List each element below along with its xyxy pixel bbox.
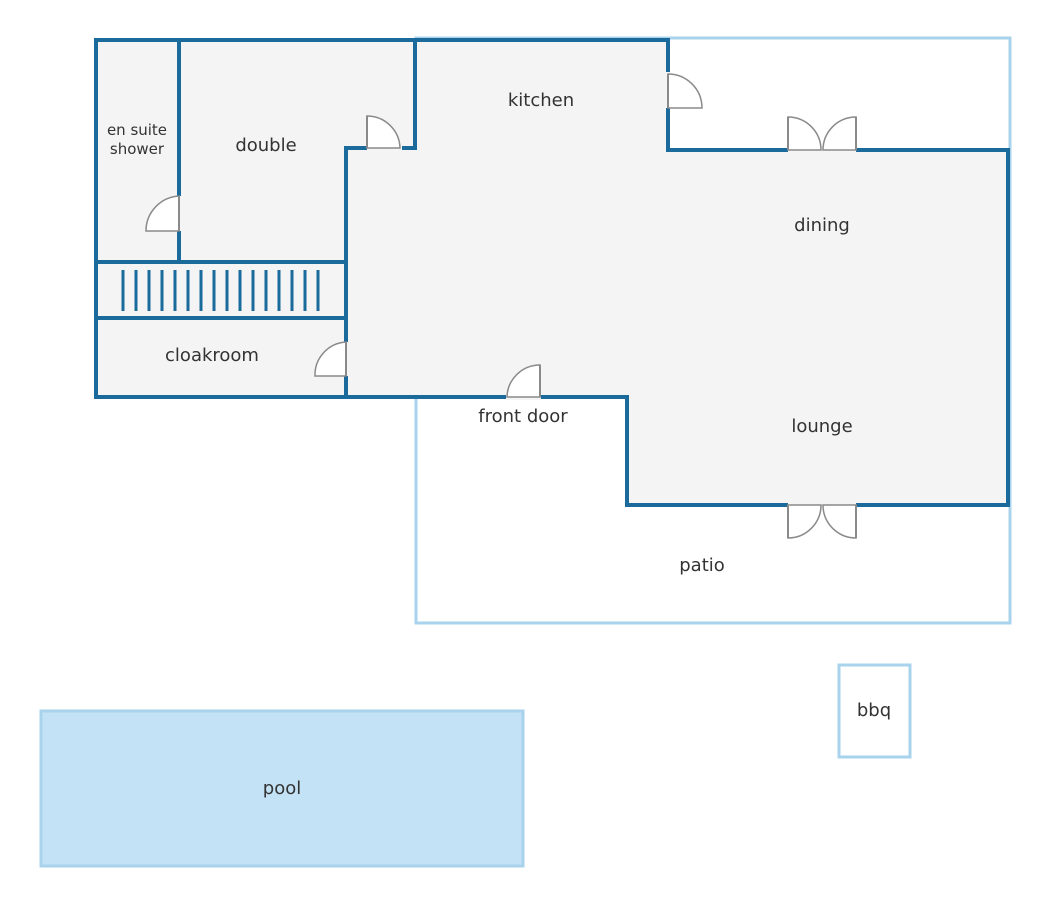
bbq-outline (837, 663, 912, 759)
label-bbq: bbq (857, 700, 891, 721)
label-patio: patio (679, 555, 725, 576)
label-front-door: front door (478, 406, 568, 427)
staircase (121, 270, 320, 311)
label-pool: pool (263, 778, 301, 799)
label-lounge: lounge (791, 416, 852, 437)
label-en-suite: en suite (107, 121, 167, 139)
label-cloakroom: cloakroom (165, 345, 259, 366)
pool-area (39, 709, 525, 868)
door-cloakroom (314, 341, 349, 377)
house-floor (96, 40, 1008, 505)
door-ensuite (145, 195, 182, 232)
label-double: double (235, 135, 296, 156)
door-lounge-french (787, 502, 857, 539)
door-front (506, 364, 541, 400)
door-double (366, 115, 402, 151)
door-kitchen (665, 72, 703, 109)
door-dining-french (787, 116, 857, 153)
label-dining: dining (794, 215, 850, 236)
label-shower: shower (110, 140, 165, 158)
label-kitchen: kitchen (508, 90, 574, 111)
